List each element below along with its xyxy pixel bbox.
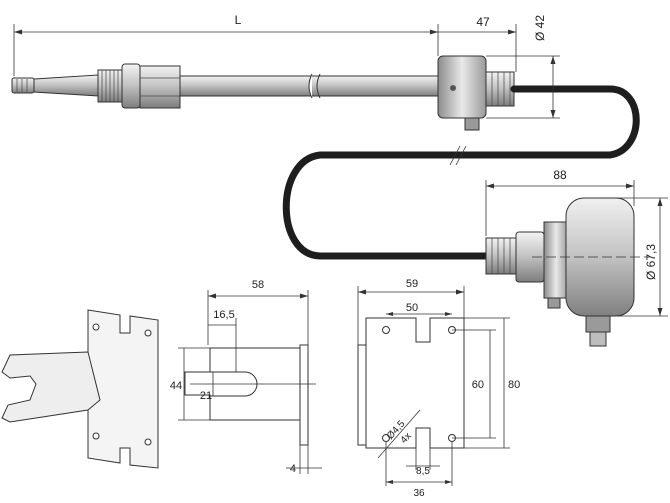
nut-ring [121,63,141,109]
label-plate-height: 80 [508,379,520,391]
label-slot-offset: 16,5 [213,309,234,321]
label-head-width: 47 [476,15,490,29]
bracket-perspective [1,309,159,469]
mount-hole [382,326,390,334]
mount-hole [382,434,390,442]
remote-transmitter [485,197,635,347]
label-bracket-thick: 4 [290,463,296,475]
label-length: L [235,13,242,27]
plate-outline [365,317,465,449]
remote-small-connector [547,297,561,309]
dim-remote-width: 88 [485,168,635,236]
remote-bottom-plug [589,331,607,347]
label-head-dia: Ø 42 [533,15,547,41]
label-slot-dia: 21 [200,390,212,402]
bracket-flange-perspective [1,351,101,423]
remote-housing [543,221,569,299]
bracket-side-plate [299,344,309,446]
probe-taper [33,74,99,97]
dim-remote-dia: Ø 67,3 [532,197,668,317]
dim-length: L [13,13,439,76]
dim-head-width: 47 [438,15,517,72]
head-screw [450,85,456,91]
probe-assembly [11,55,515,131]
hex-nut [139,65,181,109]
head-connector [464,117,480,131]
probe-head [437,55,487,119]
connection-cable [282,85,640,260]
label-remote-dia: Ø 67,3 [644,244,658,280]
cable-gland [485,71,515,107]
sensor-tip [11,77,35,94]
label-bracket-height: 44 [170,380,182,392]
plate-front-view: 59 50 60 80 Ø4,5 4x 8,5 36 [357,278,520,499]
label-slot-width: 8,5 [416,466,430,477]
remote-gland [485,237,517,275]
label-bottom-width: 36 [413,488,425,499]
label-bracket-width: 58 [252,279,264,291]
bracket-plate-perspective [87,309,159,469]
label-plate-width: 59 [406,278,418,290]
label-hole-spacing-x: 50 [406,302,418,314]
label-hole-spacing-y: 60 [472,379,484,391]
bracket-side-view: 58 16,5 44 21 4 [170,279,322,475]
label-remote-width: 88 [553,168,567,182]
dim-head-dia: Ø 42 [486,15,560,119]
remote-bottom-fitting [585,315,611,333]
plate-side-edge [357,344,367,446]
